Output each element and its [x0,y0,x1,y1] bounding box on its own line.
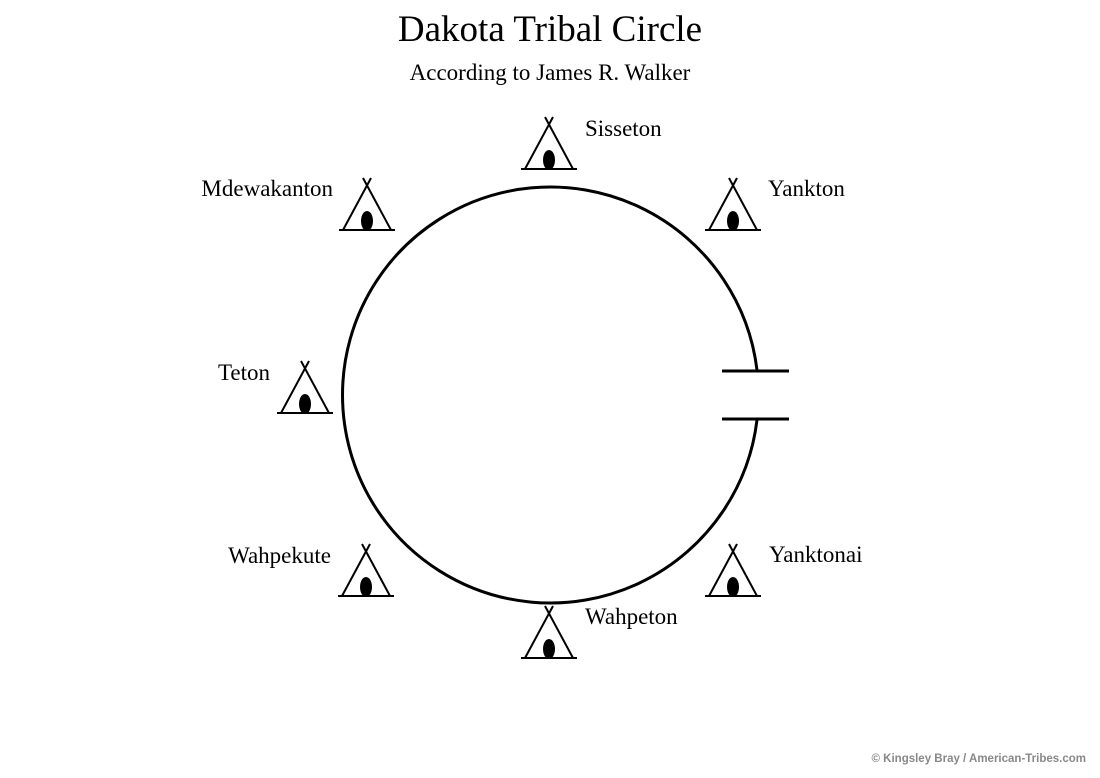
tipi-icon-teton [276,360,334,415]
copyright-credit: © Kingsley Bray / American-Tribes.com [871,753,1087,765]
diagram-title: Dakota Tribal Circle [397,9,703,50]
tipi-icon-yankton [704,177,762,232]
tipi-icon-wahpeton [520,605,578,660]
camp-circle [341,185,759,605]
label-yankton: Yankton [768,176,845,201]
label-yanktonai: Yanktonai [769,542,863,567]
tipi-icon-sisseton [520,116,578,171]
label-mdewakanton: Mdewakanton [201,176,333,201]
label-teton: Teton [218,360,271,385]
label-sisseton: Sisseton [585,116,662,141]
label-wahpekute: Wahpekute [228,543,331,568]
tipi-icon-wahpekute [337,543,395,598]
label-wahpeton: Wahpeton [585,604,678,629]
tipi-icon-yanktonai [704,543,762,598]
tipi-icon-mdewakanton [338,177,396,232]
diagram-subtitle: According to James R. Walker [409,60,691,85]
